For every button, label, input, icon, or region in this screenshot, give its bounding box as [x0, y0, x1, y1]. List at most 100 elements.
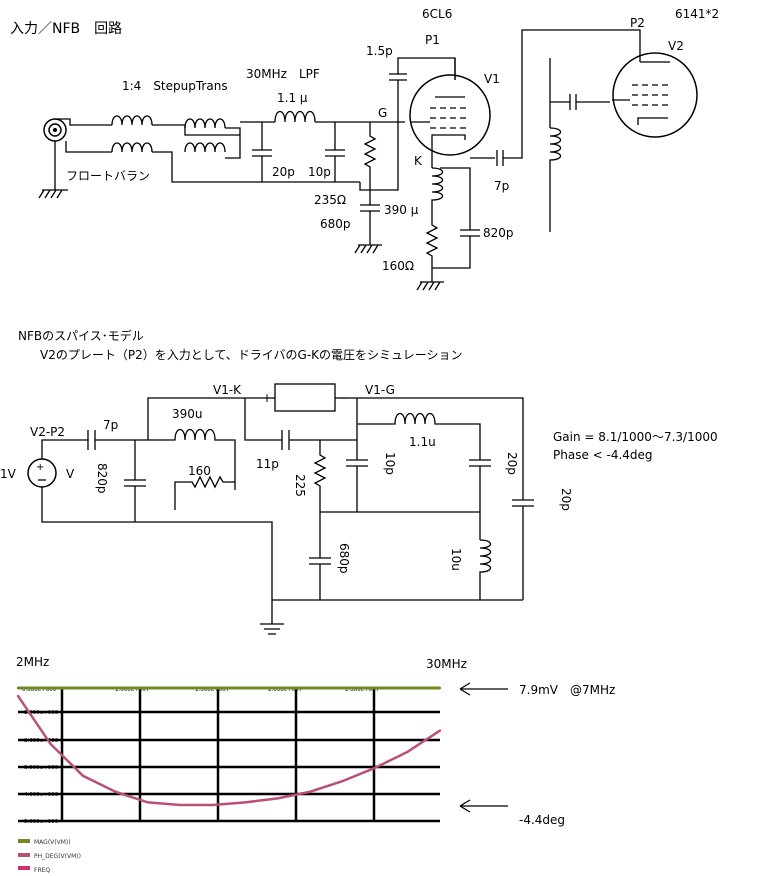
cap-1p5-label: 1.5p [366, 44, 393, 58]
grid-resistor [363, 122, 377, 190]
mag-point-13 [438, 686, 442, 690]
cathode-resistor [425, 215, 439, 282]
l390-label: 390u [172, 407, 203, 421]
arrow-mag-icon [459, 682, 508, 696]
voltmeter-box [274, 383, 336, 412]
p1-label: P1 [425, 33, 440, 47]
grid-label: G [378, 106, 387, 120]
legend-phase: PH_DEG(V(VM)) [34, 853, 81, 860]
input-nfb-circuit: 入力／NFB 回路 6CL6 6141*2 フロートバラン 1:4 Stepup… [10, 7, 719, 291]
cathode-cap-820p [432, 229, 480, 269]
ac-plot: 2MHz 30MHz 0.000e+000 1.000e+007 1.500e+… [16, 655, 615, 874]
svg-text:2.500e+007: 2.500e+007 [345, 687, 380, 693]
f-end-label: 30MHz [426, 657, 467, 671]
mag-point-2 [81, 686, 85, 690]
mag-point-6 [211, 686, 214, 690]
cap-in-label: 7p [103, 418, 118, 432]
phase-point-1 [49, 742, 52, 746]
svg-text:2.000e+007: 2.000e+007 [268, 687, 303, 693]
node-v1g: V1-G [365, 383, 395, 397]
phase-point-2 [81, 774, 85, 777]
cap-680p-label: 680p [337, 543, 351, 574]
mag-point-4 [146, 686, 150, 690]
inductor-1p1u [357, 412, 481, 460]
mag-point-8 [276, 686, 279, 690]
svg-text:+: + [36, 462, 44, 473]
phase-annotation: -4.4deg [519, 813, 565, 827]
cap-20p-a-label: 20p [505, 452, 519, 475]
phase-point-12 [406, 750, 409, 754]
v1-label: V1 [484, 72, 500, 86]
cap-820p-label: 820p [95, 463, 109, 494]
phase-text: Phase < -4.4deg [553, 448, 653, 462]
mag-point-0 [16, 686, 20, 690]
power-tube-label: 6141*2 [675, 7, 719, 21]
cathode-inductor [431, 167, 444, 215]
lpf-inductor-label: 1.1 μ [277, 91, 308, 105]
phase-point-8 [276, 797, 279, 800]
resistor-225-label: 225 [293, 474, 307, 497]
stepup-transformer [184, 118, 241, 159]
phase-point-13 [438, 729, 442, 732]
l10-label: 10u [449, 548, 463, 571]
svg-text:-2.000e+000: -2.000e+000 [22, 738, 59, 744]
cathode-resistor-label: 160Ω [382, 259, 414, 273]
phase-point-10 [341, 779, 344, 783]
mag-point-10 [341, 686, 344, 690]
section1-title: 入力／NFB 回路 [10, 21, 122, 37]
node-v2p2: V2-P2 [30, 425, 65, 439]
cap-20p-a [469, 459, 491, 540]
mag-point-1 [49, 686, 52, 690]
mag-point-12 [406, 686, 409, 690]
svg-text:-4.000e+000: -4.000e+000 [22, 792, 59, 798]
cathode-cap-label: 820p [483, 226, 514, 240]
resistor-160 [174, 475, 235, 490]
ground-icon [416, 281, 444, 291]
mag-annotation: 7.9mV @7MHz [519, 683, 615, 697]
phase-point-3 [114, 790, 117, 793]
legend-mag-swatch [18, 839, 30, 843]
phase-point-6 [211, 803, 214, 807]
cap-20p-b [512, 499, 534, 600]
cathode-label: K [414, 154, 423, 168]
arrow-phase-icon [459, 799, 508, 813]
lpf-cap-10p-label: 10p [308, 165, 331, 179]
cap-10p-label: 10p [383, 452, 397, 475]
cathode-inductor-label: 390 μ [384, 203, 419, 217]
source-label: 1V [0, 467, 17, 481]
series-phase-line [16, 695, 441, 807]
mag-point-5 [179, 686, 182, 690]
inductor-10u [479, 539, 492, 600]
cap-11p-label: 11p [256, 457, 279, 471]
section2-title: NFBのスパイス･モデル [18, 328, 144, 343]
mag-point-7 [244, 686, 247, 690]
ground-icon [42, 141, 68, 191]
v1-tube [409, 74, 491, 156]
svg-text:-1.000e+000: -1.000e+000 [22, 710, 59, 716]
legend-freq: FREQ [34, 867, 50, 874]
v2-grid-inductor [549, 127, 562, 232]
voltage-source-icon: + [27, 458, 57, 488]
grid-cap-label: 680p [320, 217, 351, 231]
fb-cap-label: 7p [494, 179, 509, 193]
node-v1k: V1-K [213, 383, 242, 397]
driver-tube-label: 6CL6 [422, 7, 452, 21]
mag-point-9 [308, 686, 312, 690]
legend-phase-swatch [18, 853, 30, 857]
grid-cap-680p [360, 190, 380, 245]
coax-connector-icon [43, 118, 67, 142]
inductor-390u [148, 428, 236, 490]
lpf-inductor [274, 110, 316, 123]
phase-point-0 [16, 694, 20, 698]
r160-label: 160 [188, 464, 211, 478]
svg-text:1.000e+007: 1.000e+007 [115, 687, 150, 693]
mag-point-3 [114, 686, 117, 690]
f-start-label: 2MHz [16, 655, 49, 669]
section2-subtitle: V2のプレート（P2）を入力として、ドライバのG-Kの電圧をシミュレーション [40, 348, 463, 362]
legend-freq-swatch [18, 866, 30, 870]
svg-text:1.500e+007: 1.500e+007 [195, 687, 230, 693]
balun-coil [111, 115, 153, 153]
trans-label: 1:4 StepupTrans [122, 79, 228, 93]
v2-label: V2 [668, 39, 684, 53]
